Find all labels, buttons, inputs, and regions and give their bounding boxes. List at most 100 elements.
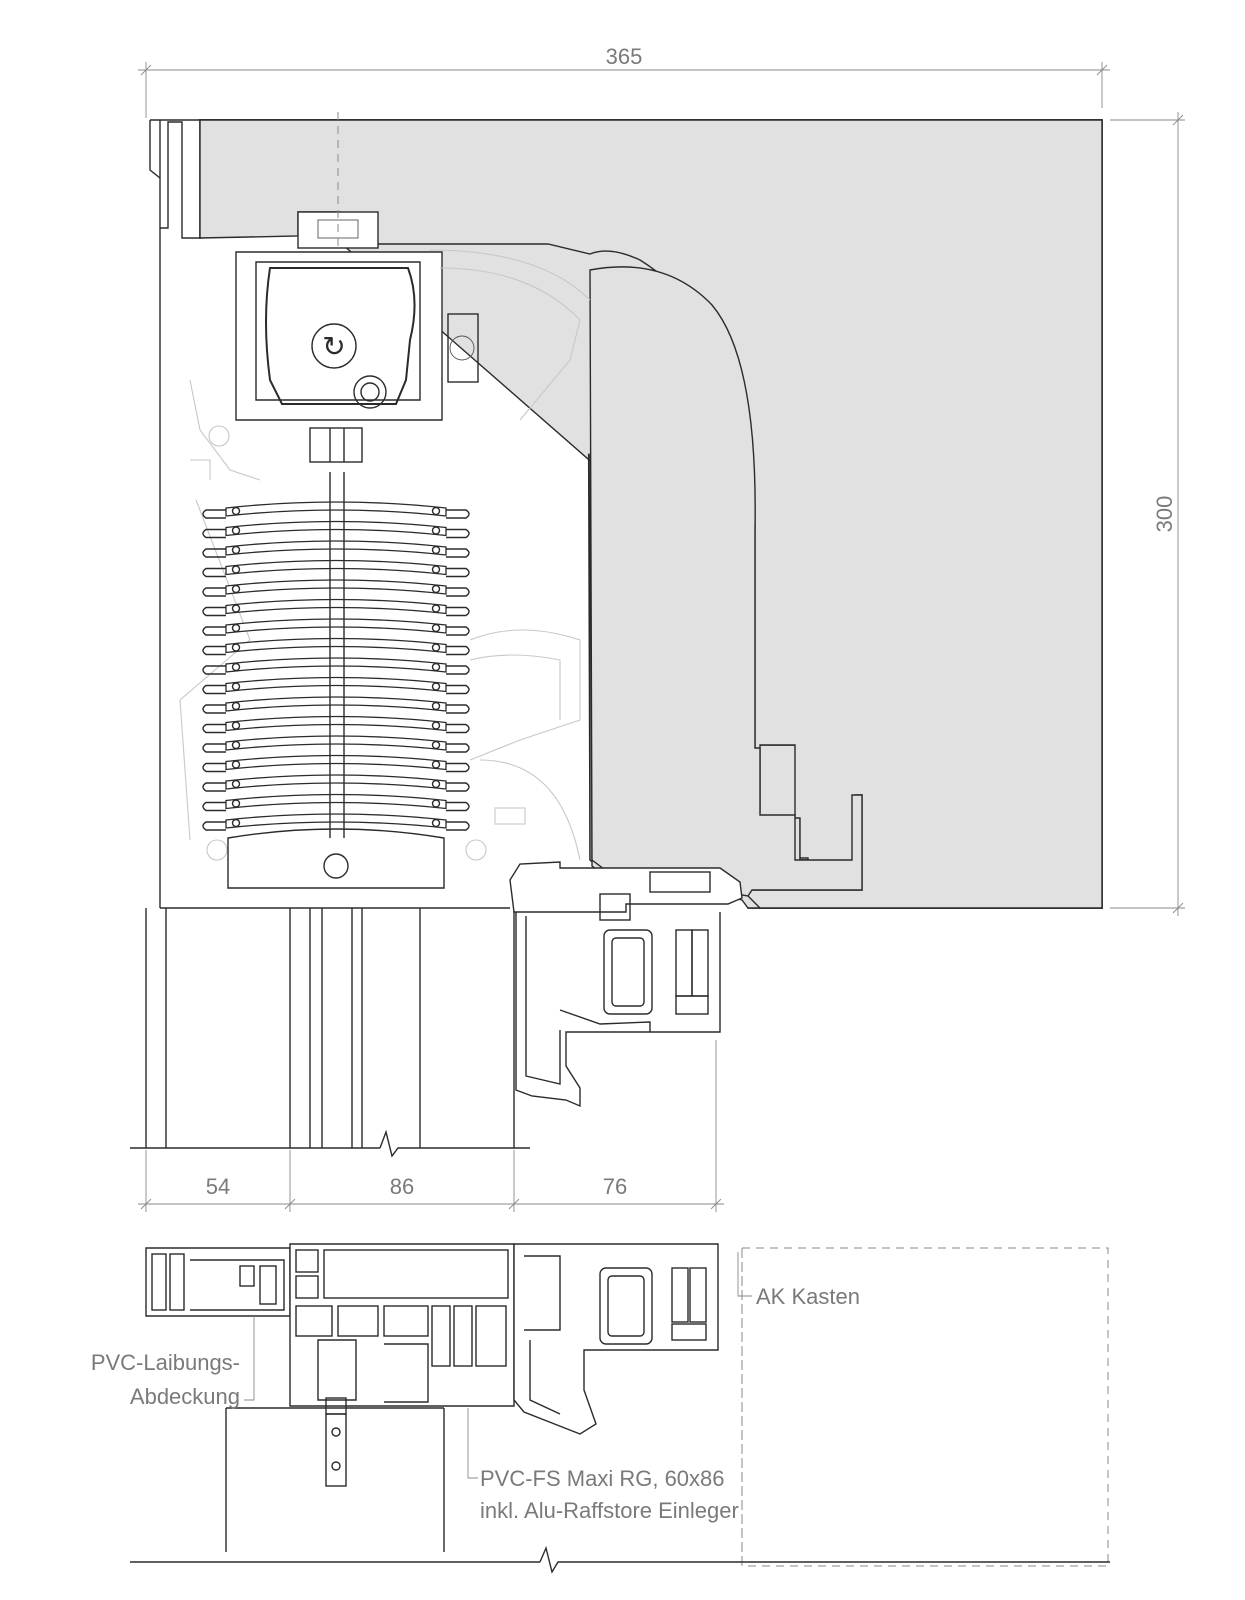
- slat: [225, 501, 447, 517]
- box-outline: [149, 119, 510, 909]
- slat: [225, 754, 447, 771]
- slat-clip-right: [446, 782, 470, 792]
- slat-hole-right: [431, 643, 441, 652]
- label-fs-line1: PVC-FS Maxi RG, 60x86: [480, 1466, 725, 1491]
- slat-clip-right: [446, 743, 470, 753]
- slat: [225, 696, 447, 712]
- slat-hole-right: [431, 526, 441, 535]
- slat-hole-left: [231, 623, 241, 633]
- slat: [225, 598, 447, 615]
- slat-hole-left: [231, 721, 241, 730]
- slat-hole-left: [231, 799, 241, 808]
- rotation-arrow-icon: ↻: [322, 330, 345, 363]
- plan-view: [130, 1243, 1110, 1574]
- dimension-label-365: 365: [606, 44, 643, 69]
- slat-hole-left: [231, 526, 241, 535]
- slat-hole-left: [231, 643, 241, 652]
- slat-hole-right: [431, 818, 441, 828]
- slat-clip-right: [446, 587, 470, 597]
- slat-hole-left: [231, 760, 241, 769]
- label-ak-kasten: AK Kasten: [756, 1284, 860, 1309]
- slat-hole-right: [431, 779, 441, 789]
- dimension-segments: 54 86 76: [138, 1040, 724, 1212]
- dimension-label-54: 54: [206, 1174, 230, 1199]
- slat-hole-right: [431, 565, 441, 574]
- slat-clip-left: [202, 548, 226, 558]
- slat-clip-left: [202, 782, 226, 792]
- slat-hole-right: [431, 506, 441, 516]
- slat-hole-left: [231, 662, 241, 672]
- slat-clip-left: [202, 684, 226, 695]
- slat-clip-left: [202, 509, 226, 519]
- slat-hole-right: [431, 662, 441, 672]
- slat-clip-left: [202, 743, 226, 753]
- slat-hole-left: [231, 701, 241, 711]
- slat-hole-right: [431, 545, 441, 555]
- slat-hole-right: [431, 604, 441, 613]
- slat-hole-right: [431, 682, 441, 691]
- slat-hole-right: [431, 740, 441, 750]
- slat: [225, 774, 447, 790]
- slat-clip-right: [446, 606, 470, 617]
- slat-clip-right: [446, 801, 470, 812]
- dimension-total-height: 300: [1110, 112, 1185, 916]
- slat-clip-left: [202, 567, 226, 578]
- lower-wall: [130, 908, 530, 1158]
- slat-hole-left: [231, 779, 241, 789]
- ghost-roll-outline: [179, 249, 591, 861]
- slat-stack: [202, 501, 470, 831]
- slat-clip-left: [202, 645, 226, 656]
- slat-hole-right: [431, 760, 441, 769]
- slat-hole-right: [431, 584, 441, 594]
- annotations: AK Kasten PVC-Laibungs- Abdeckung PVC-FS…: [91, 1252, 860, 1523]
- bottom-rail: [227, 472, 445, 889]
- slat: [225, 715, 447, 732]
- slat: [225, 618, 447, 634]
- slat-clip-right: [446, 723, 470, 734]
- slat-clip-right: [446, 548, 470, 558]
- dimension-label-86: 86: [390, 1174, 414, 1199]
- slat: [225, 540, 447, 556]
- slat-clip-left: [202, 587, 226, 597]
- window-profile-upper: [509, 861, 743, 1108]
- slat: [225, 559, 447, 576]
- slat-clip-left: [202, 801, 226, 812]
- label-fs-line2: inkl. Alu-Raffstore Einleger: [480, 1498, 739, 1523]
- slat-hole-right: [431, 799, 441, 808]
- slat-clip-left: [202, 606, 226, 617]
- slat-hole-right: [431, 701, 441, 711]
- slat-clip-left: [202, 821, 226, 831]
- headrail-motor: ↻: [235, 112, 479, 463]
- slat: [225, 735, 447, 751]
- slat-clip-right: [446, 645, 470, 656]
- slat-clip-left: [202, 704, 226, 714]
- slat-hole-left: [231, 584, 241, 594]
- slat: [225, 637, 447, 654]
- slat-hole-right: [431, 623, 441, 633]
- slat: [225, 793, 447, 810]
- slat: [225, 813, 447, 829]
- slat-clip-right: [446, 509, 470, 519]
- dimension-total-width: 365: [138, 44, 1110, 118]
- dimension-label-300: 300: [1152, 496, 1177, 533]
- dimension-label-76: 76: [603, 1174, 627, 1199]
- slat-clip-right: [446, 528, 470, 539]
- slat-hole-left: [231, 506, 241, 516]
- slat-clip-right: [446, 762, 470, 773]
- slat-clip-right: [446, 704, 470, 714]
- slat-hole-left: [231, 682, 241, 691]
- slat-clip-left: [202, 723, 226, 734]
- slat-hole-left: [231, 740, 241, 750]
- slat-hole-right: [431, 721, 441, 730]
- slat-clip-left: [202, 528, 226, 539]
- slat-hole-left: [231, 818, 241, 828]
- slat-hole-left: [231, 565, 241, 574]
- slat-clip-right: [446, 684, 470, 695]
- slat-hole-left: [231, 604, 241, 613]
- slat-clip-left: [202, 665, 226, 675]
- slat-clip-right: [446, 567, 470, 578]
- slat: [225, 579, 447, 595]
- slat: [225, 676, 447, 693]
- slat-clip-right: [446, 665, 470, 675]
